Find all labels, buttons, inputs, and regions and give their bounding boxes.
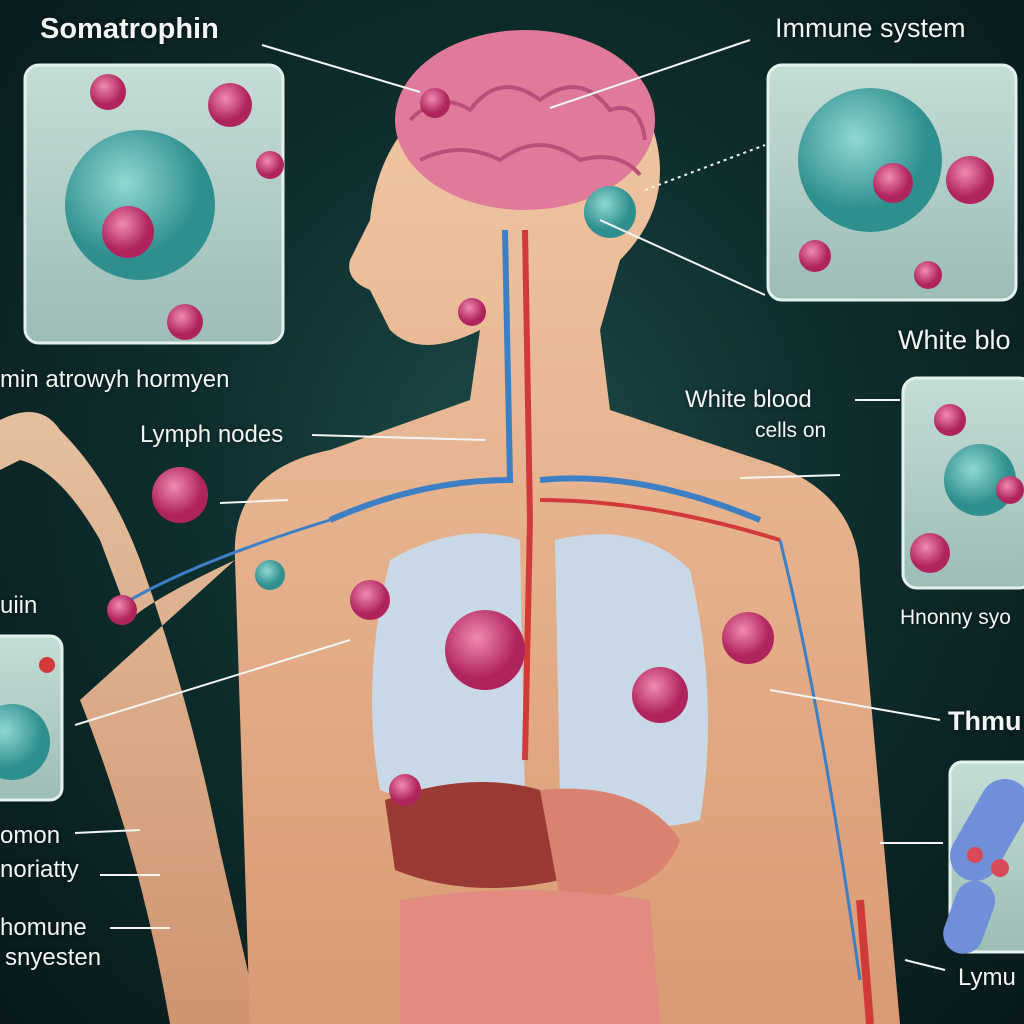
- stomach: [540, 788, 680, 900]
- label-lymph-nodes: Lymph nodes: [140, 421, 284, 448]
- right-lung: [555, 534, 708, 827]
- inset-panel-right-middle: [901, 376, 1024, 590]
- intestines: [400, 890, 660, 1024]
- label-immune-system: Immune system: [775, 13, 966, 43]
- label-white-blood-cells-line2: cells on: [755, 419, 827, 442]
- inset-panel-top-left: [23, 63, 285, 345]
- label-white-blood-cells-line1: White blood: [685, 386, 812, 413]
- left-lung: [372, 533, 525, 808]
- label-hnonny: Hnonny syo: [900, 606, 1011, 629]
- liver: [385, 782, 560, 888]
- inset-panel-bottom-right: [943, 760, 1024, 954]
- label-snyesten: snyesten: [5, 944, 102, 971]
- label-lymu: Lymu: [958, 964, 1016, 991]
- leader-lines: [74, 39, 946, 971]
- inset-panel-left-middle: [0, 634, 64, 802]
- artery: [522, 229, 534, 761]
- label-homune: homune: [0, 914, 87, 941]
- label-thymus: Thmu: [948, 706, 1022, 736]
- vein: [328, 229, 514, 523]
- label-white-blood-right: White blo: [898, 325, 1011, 355]
- label-noriatty: noriatty: [0, 856, 79, 883]
- label-left-cut: uiin: [0, 592, 38, 619]
- inset-panel-top-right: [766, 63, 1018, 302]
- pathogen-cell: [445, 610, 525, 690]
- brain: [395, 30, 655, 210]
- label-growth-hormone: min atrowyh hormyen: [0, 366, 230, 393]
- label-omon: omon: [0, 822, 61, 849]
- label-somatrophin: Somatrophin: [40, 13, 219, 45]
